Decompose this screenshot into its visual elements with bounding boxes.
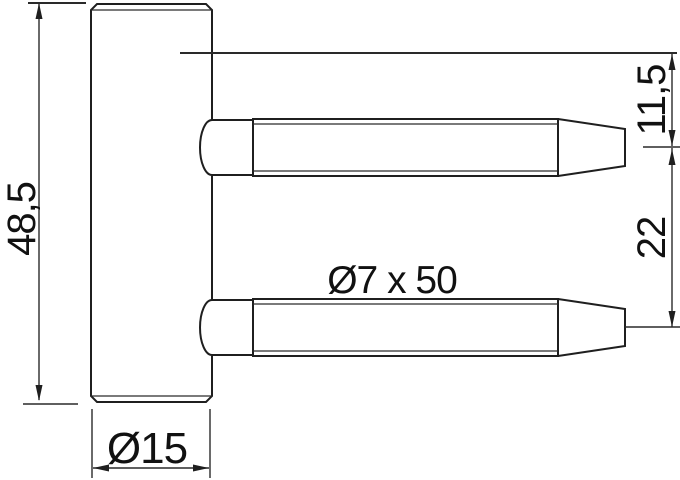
arrowhead-down <box>35 385 43 401</box>
part-body <box>90 3 213 403</box>
arrowhead-up <box>668 149 676 165</box>
dimension-body-height: 48,5 <box>0 2 86 405</box>
dimension-pin-offset: 11,5 <box>180 52 680 148</box>
arrowhead-up <box>35 3 43 19</box>
top-pin <box>212 118 626 177</box>
body-outline <box>90 3 213 403</box>
bottom-pin <box>212 298 626 357</box>
dimension-label-pin-spacing: 22 <box>630 217 674 260</box>
arrowhead-down <box>668 311 676 327</box>
top-pin-tip-cone <box>557 118 626 177</box>
dimension-label-pin-offset: 11,5 <box>630 65 674 136</box>
arrowhead-left <box>93 464 109 472</box>
dimension-label-body-diameter: Ø15 <box>107 424 187 473</box>
top-pin-shaft <box>252 118 559 177</box>
bottom-pin-cap <box>212 299 254 356</box>
arrowhead-up <box>668 54 676 70</box>
arrowhead-right <box>193 464 209 472</box>
arrowhead-down <box>668 130 676 146</box>
dimension-pin-spacing: 22 <box>625 148 680 328</box>
top-pin-cap <box>212 119 254 176</box>
bottom-pin-shaft <box>252 298 559 357</box>
dimension-body-diameter: Ø15 <box>91 409 211 478</box>
pin-size-label: Ø7 x 50 <box>327 259 457 302</box>
dimension-label-body-height: 48,5 <box>0 182 44 256</box>
bottom-pin-tip-cone <box>557 298 626 357</box>
